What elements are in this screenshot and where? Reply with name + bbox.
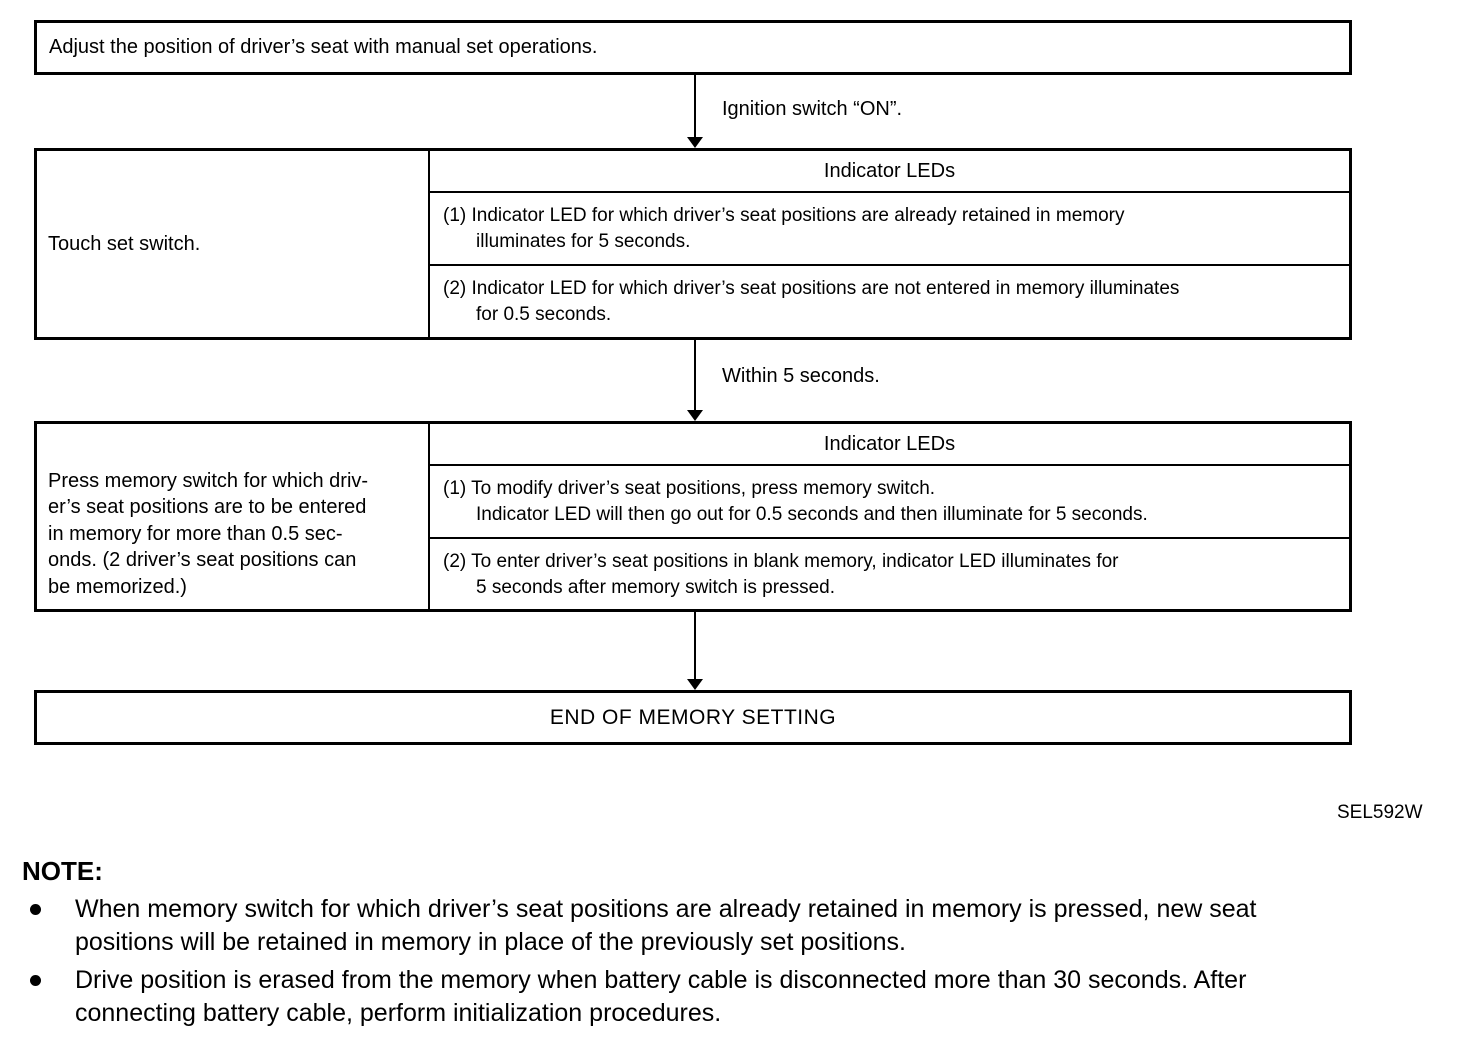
note-section: NOTE: When memory switch for which drive… — [22, 856, 1452, 1035]
flow-step-end-of-memory-setting: END OF MEMORY SETTING — [34, 690, 1352, 745]
arrow-down-icon — [687, 410, 703, 421]
flow-connector-line-2 — [694, 340, 696, 411]
figure-code: SEL592W — [1337, 802, 1423, 823]
arrow-down-icon — [687, 137, 703, 148]
flow-step3-indicator-item-1: (1) To modify driver’s seat positions, p… — [443, 478, 1148, 525]
flow-connector-line-1 — [694, 75, 696, 139]
bullet-icon — [30, 975, 41, 986]
flow-step3-indicator-item-2: (2) To enter driver’s seat positions in … — [430, 536, 1349, 610]
flow-end-text: END OF MEMORY SETTING — [549, 705, 837, 729]
note-bullet-item: When memory switch for which driver’s se… — [22, 893, 1452, 959]
flow-connector-line-3 — [694, 612, 696, 680]
flow-step3-result-cells: Indicator LEDs (1) To modify driver’s se… — [430, 424, 1349, 609]
flow-step-manual-adjust-text: Adjust the position of driver’s seat wit… — [49, 36, 598, 58]
flow-step-touch-set-switch: Touch set switch. Indicator LEDs (1) Ind… — [34, 148, 1352, 340]
flow-step2-action-text: Touch set switch. — [48, 232, 201, 255]
note-bullet-item: Drive position is erased from the memory… — [22, 964, 1452, 1030]
flow-condition-ignition-on: Ignition switch “ON”. — [722, 98, 903, 120]
flow-step-manual-adjust: Adjust the position of driver’s seat wit… — [34, 20, 1352, 75]
flow-condition-within-5-seconds: Within 5 seconds. — [722, 365, 880, 387]
flow-step3-action-text: Press memory switch for which driv- er’s… — [48, 469, 369, 598]
flow-step3-indicator-leds-header: Indicator LEDs — [430, 424, 1349, 466]
flow-step2-result-cells: Indicator LEDs (1) Indicator LED for whi… — [430, 151, 1349, 337]
flow-step2-action-cell: Touch set switch. — [37, 151, 430, 337]
note-bullet-text: When memory switch for which driver’s se… — [75, 895, 1257, 956]
flow-step3-action-cell: Press memory switch for which driv- er’s… — [37, 424, 430, 609]
flow-step2-indicator-item-2: (2) Indicator LED for which driver’s sea… — [430, 264, 1349, 337]
bullet-icon — [30, 904, 41, 915]
flow-step2-indicator-item-1: (1) Indicator LED for which driver’s sea… — [443, 205, 1125, 252]
note-heading: NOTE: — [22, 856, 103, 886]
flow-step2-indicator-leds-header: Indicator LEDs — [430, 151, 1349, 193]
note-bullet-text: Drive position is erased from the memory… — [75, 966, 1247, 1027]
arrow-down-icon — [687, 679, 703, 690]
flow-step-press-memory-switch: Press memory switch for which driv- er’s… — [34, 421, 1352, 612]
